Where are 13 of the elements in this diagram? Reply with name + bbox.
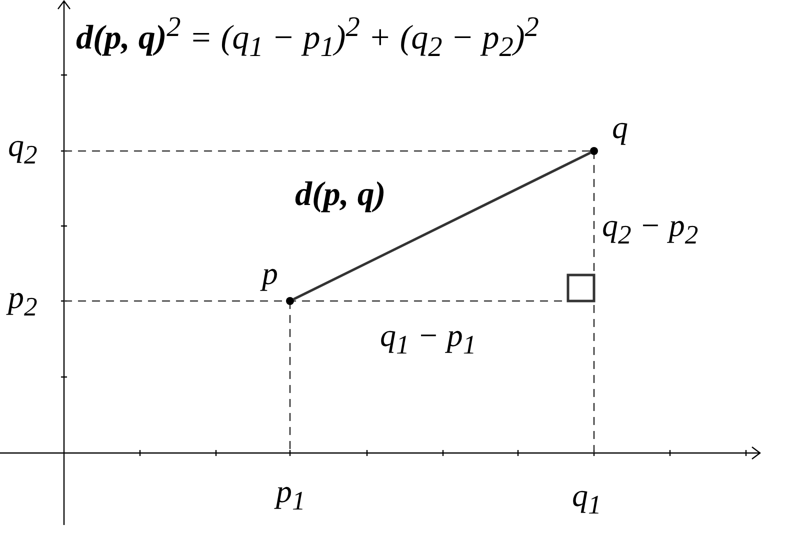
line-segment [293, 152, 591, 300]
point-label: q [612, 110, 628, 146]
point-marker [590, 147, 598, 155]
point-label: p [262, 256, 278, 292]
difference-label: q$_{2}$ − p$_{2}$ [602, 208, 698, 250]
axis-label: p$_{2}$ [8, 280, 38, 322]
formula-title: d(p, q)$^{2}$ = (q$_{1}$ − p$_{1}$)$^{2}$ + (q$_{2}$ − p$_{2}$)$^{2}$ [76, 12, 539, 64]
edge-label: d(p, q) [295, 176, 386, 214]
difference-label: q$_{1}$ − p$_{1}$ [380, 318, 476, 360]
axis-label: p$_{1}$ [276, 474, 306, 516]
axis-label: q$_{2}$ [8, 128, 38, 170]
axis-label: q$_{1}$ [572, 478, 602, 520]
point-marker [286, 297, 294, 305]
